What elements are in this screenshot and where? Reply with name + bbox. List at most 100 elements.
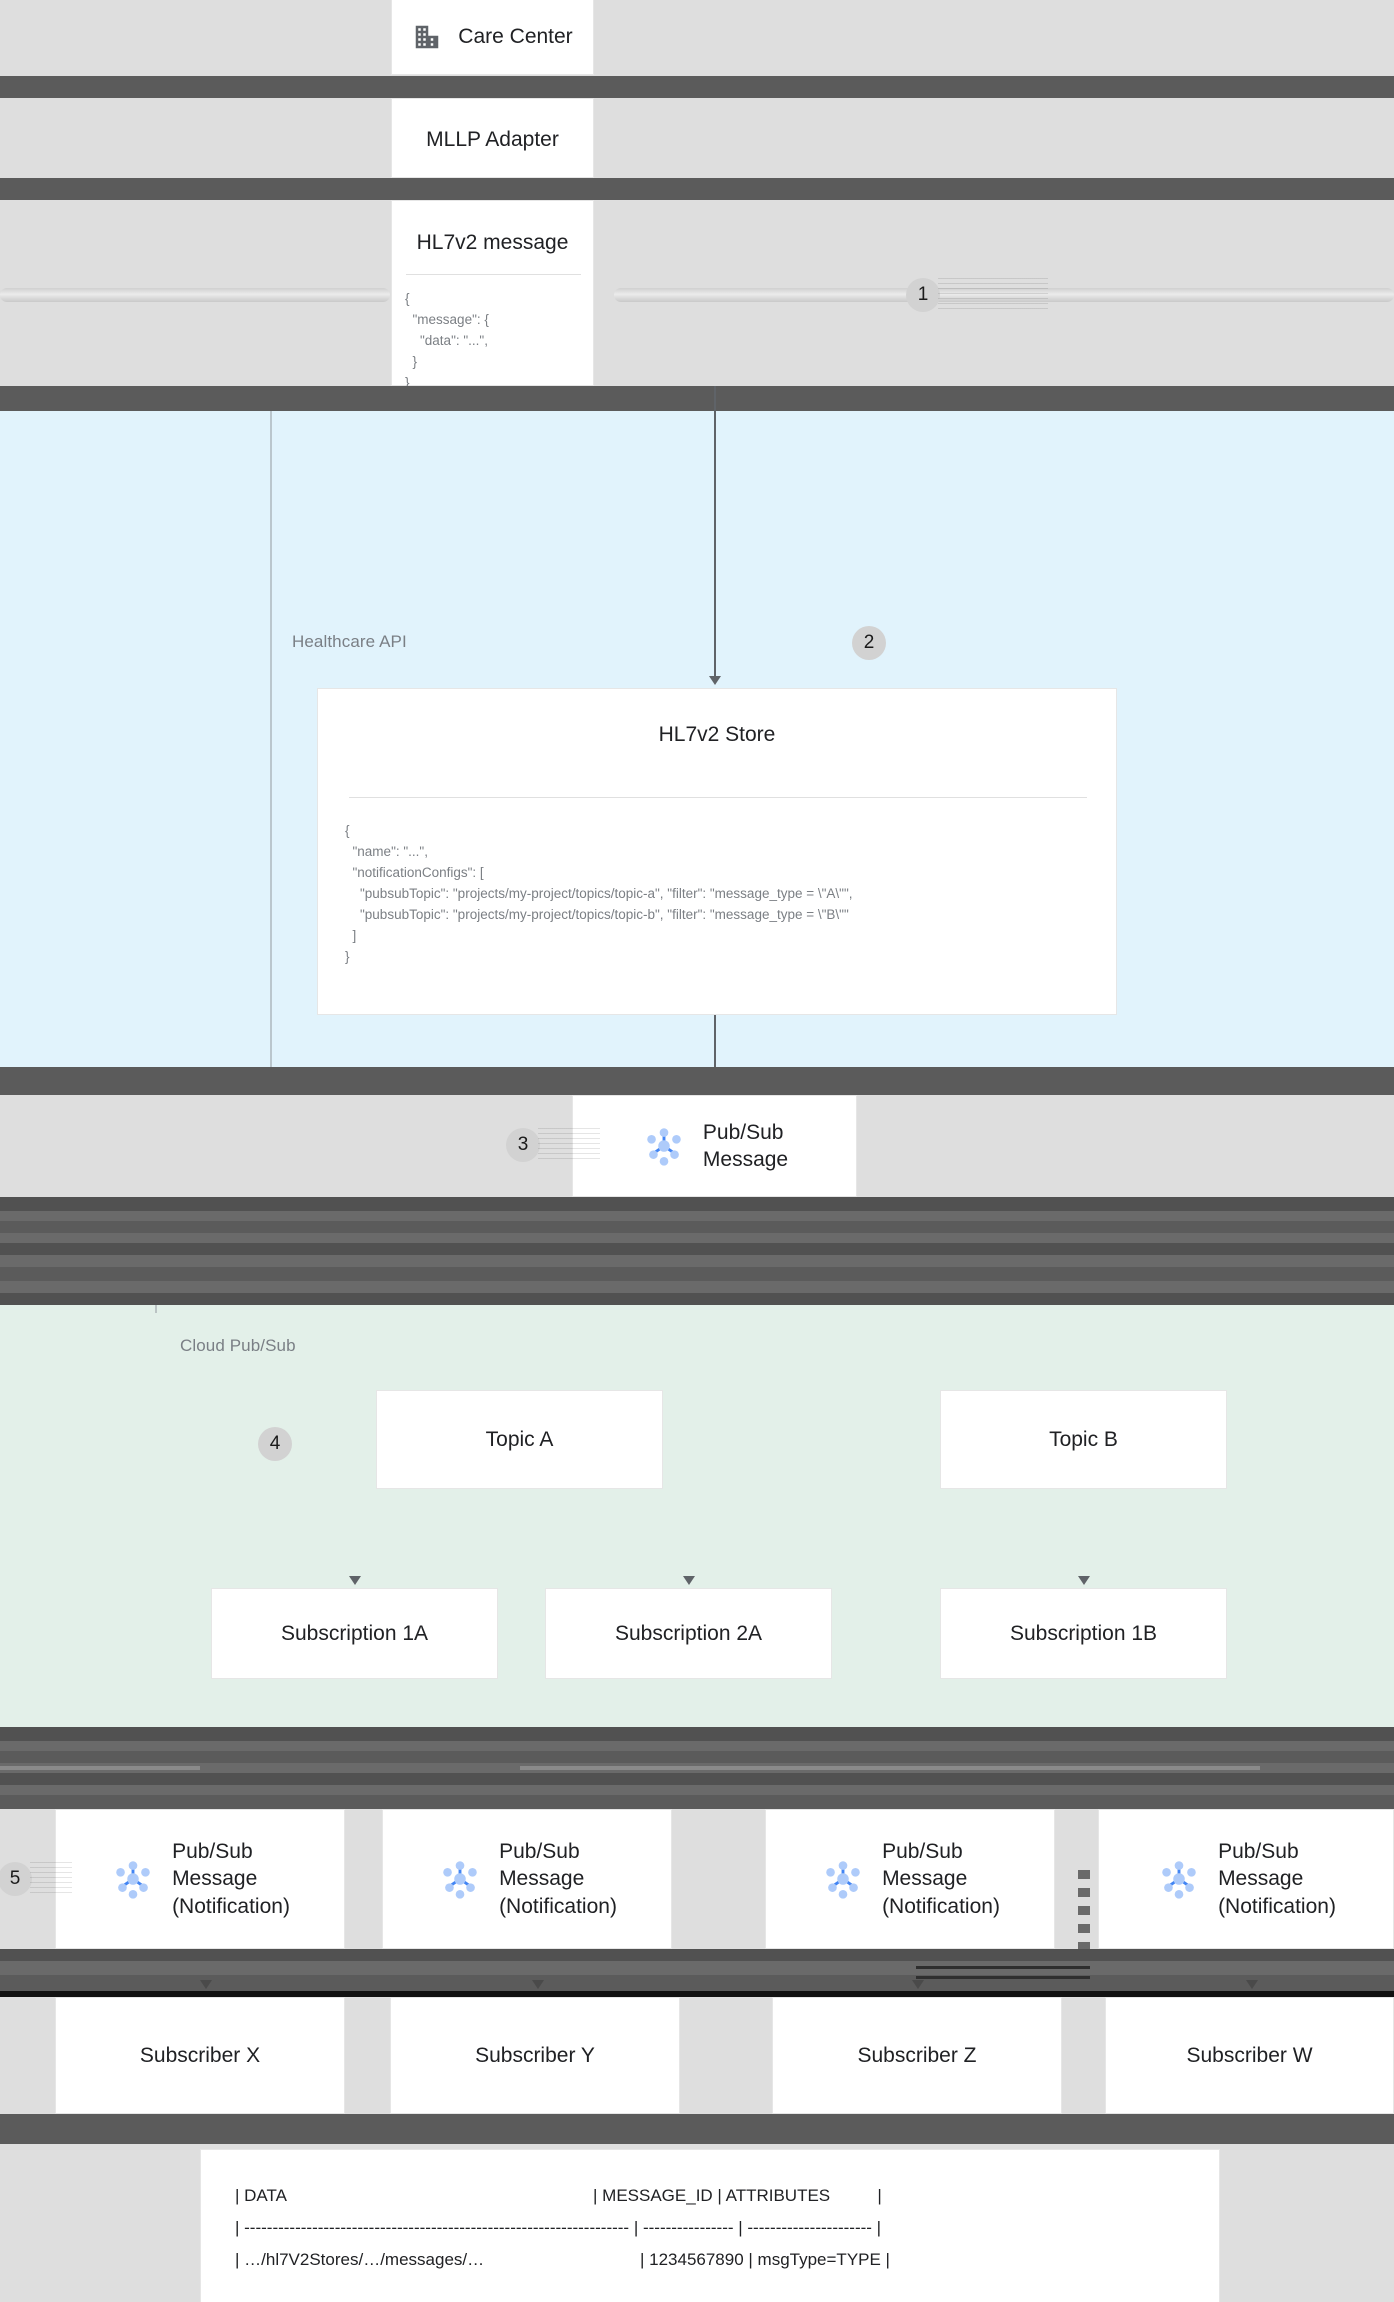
node-notification-2-label: Pub/Sub Message (Notification) [499, 1840, 617, 1918]
node-hl7v2-store[interactable]: HL7v2 Store { "name": "...", "notificati… [317, 688, 1117, 1015]
node-topic-b[interactable]: Topic B [940, 1390, 1227, 1489]
panel-edge-line [270, 411, 272, 720]
node-notification-4-label: Pub/Sub Message (Notification) [1218, 1840, 1336, 1918]
connector-subscriber-y-arrow [532, 1980, 544, 1989]
node-notification-2[interactable]: Pub/Sub Message (Notification) [382, 1809, 672, 1949]
node-subscriber-z-label: Subscriber Z [857, 2044, 977, 2067]
pubsub-icon [437, 1856, 483, 1902]
band-artifact-9 [0, 1243, 1394, 1255]
connector-subscriber-z-arrow [912, 1980, 924, 1989]
connector-message-to-store [714, 386, 716, 681]
node-subscription-1b[interactable]: Subscription 1B [940, 1588, 1227, 1679]
pubsub-icon [1156, 1856, 1202, 1902]
connector-subscriber-x-arrow [200, 1980, 212, 1989]
node-subscription-1b-label: Subscription 1B [1009, 1622, 1158, 1645]
node-hl7v2-message-divider [406, 274, 581, 275]
band-artifact-5 [0, 1197, 1394, 1211]
step-badge-1-streak [938, 278, 1048, 312]
node-pubsub-message[interactable]: Pub/Sub Message [572, 1095, 857, 1197]
section-healthcare-api-lower-right [1117, 720, 1394, 1067]
band-artifact-2 [0, 178, 1394, 200]
node-topic-a[interactable]: Topic A [376, 1390, 663, 1489]
pubsub-icon [641, 1123, 687, 1169]
node-notification-1[interactable]: Pub/Sub Message (Notification) [55, 1809, 345, 1949]
connector-subscriber-w-arrow [1246, 1980, 1258, 1989]
node-subscriber-y[interactable]: Subscriber Y [390, 1997, 680, 2114]
band-artifact-partial-d [916, 1976, 1090, 1979]
node-subscription-1a[interactable]: Subscription 1A [211, 1588, 498, 1679]
node-care-center[interactable]: Care Center [391, 0, 594, 75]
band-artifact-16 [0, 1751, 1394, 1763]
band-artifact-7 [0, 1221, 1394, 1233]
node-output-table[interactable]: | DATA | MESSAGE_ID | ATTRIBUTES | | ---… [200, 2149, 1220, 2302]
section-cloud-pubsub-label: Cloud Pub/Sub [180, 1336, 296, 1355]
node-care-center-label: Care Center [458, 25, 573, 49]
band-artifact-13 [0, 1293, 1394, 1305]
band-artifact-23 [0, 1975, 1394, 1991]
pubsub-icon [110, 1856, 156, 1902]
step-badge-5-streak [30, 1862, 72, 1896]
band-artifact-partial-c [916, 1966, 1090, 1969]
panel-edge-line-lower [270, 720, 272, 1067]
node-notification-4[interactable]: Pub/Sub Message (Notification) [1098, 1809, 1394, 1949]
step-badge-3: 3 [506, 1128, 540, 1162]
band-artifact-1 [0, 76, 1394, 98]
step-badge-3-streak [538, 1128, 600, 1162]
node-subscription-2a[interactable]: Subscription 2A [545, 1588, 832, 1679]
node-subscription-1a-label: Subscription 1A [280, 1622, 429, 1645]
node-notification-3[interactable]: Pub/Sub Message (Notification) [765, 1809, 1055, 1949]
step-badge-4: 4 [258, 1427, 292, 1461]
band-artifact-6 [0, 1211, 1394, 1221]
node-subscriber-x-label: Subscriber X [139, 2044, 261, 2067]
node-subscriber-w[interactable]: Subscriber W [1105, 1997, 1394, 2114]
panel-edge-line-green [155, 1305, 157, 1313]
output-table-header: | DATA | MESSAGE_ID | ATTRIBUTES | [235, 2186, 882, 2205]
scroll-artifact-right [614, 288, 1394, 302]
scroll-artifact-left [0, 288, 390, 302]
node-notification-3-label: Pub/Sub Message (Notification) [882, 1840, 1000, 1918]
node-topic-b-label: Topic B [1049, 1428, 1118, 1451]
node-hl7v2-message-title: HL7v2 message [416, 231, 569, 254]
node-hl7v2-message-code: { "message": { "data": "...", } } [405, 291, 489, 390]
node-hl7v2-store-title: HL7v2 Store [658, 723, 776, 746]
node-pubsub-message-label: Pub/Sub Message [702, 1120, 789, 1171]
step-badge-2: 2 [852, 626, 886, 660]
node-hl7v2-store-code: { "name": "...", "notificationConfigs": … [345, 823, 853, 964]
band-artifact-22 [0, 1961, 1394, 1975]
band-artifact-20 [0, 1795, 1394, 1809]
section-healthcare-api-below-store [317, 1015, 1117, 1067]
node-hl7v2-message[interactable]: HL7v2 message { "message": { "data": "..… [391, 200, 594, 390]
band-artifact-partial-a [0, 1766, 200, 1770]
node-subscriber-y-label: Subscriber Y [475, 2044, 595, 2067]
node-subscriber-w-label: Subscriber W [1186, 2044, 1313, 2067]
node-mllp-adapter-label: MLLP Adapter [426, 128, 559, 151]
connector-sub1b-arrow [1078, 1576, 1090, 1585]
band-artifact-12 [0, 1281, 1394, 1293]
band-artifact-24 [0, 1991, 1394, 1997]
band-artifact-4 [0, 1067, 1394, 1095]
band-artifact-19 [0, 1785, 1394, 1795]
row-mllp-background [0, 98, 1394, 178]
output-table-row: | …/hl7V2Stores/…/messages/… | 123456789… [235, 2250, 890, 2269]
pubsub-icon [820, 1856, 866, 1902]
connector-sub1a-arrow [349, 1576, 361, 1585]
band-artifact-15 [0, 1741, 1394, 1751]
band-artifact-11 [0, 1267, 1394, 1281]
output-table-rule: | --------------------------------------… [235, 2218, 882, 2237]
band-artifact-18 [0, 1773, 1394, 1785]
connector-sub2a-arrow [683, 1576, 695, 1585]
node-subscriber-x[interactable]: Subscriber X [55, 1997, 345, 2114]
node-subscriber-z[interactable]: Subscriber Z [772, 1997, 1062, 2114]
section-healthcare-api [0, 411, 1394, 720]
step-badge-5: 5 [0, 1862, 32, 1896]
band-artifact-21 [0, 1949, 1394, 1961]
node-mllp-adapter[interactable]: MLLP Adapter [391, 98, 594, 178]
building-icon [412, 22, 442, 52]
connector-message-to-store-arrow [709, 676, 721, 685]
node-subscription-2a-label: Subscription 2A [614, 1622, 763, 1645]
band-artifact-10 [0, 1255, 1394, 1267]
band-artifact-8 [0, 1233, 1394, 1243]
step-badge-1: 1 [906, 278, 940, 312]
section-healthcare-api-lower [0, 720, 317, 1067]
